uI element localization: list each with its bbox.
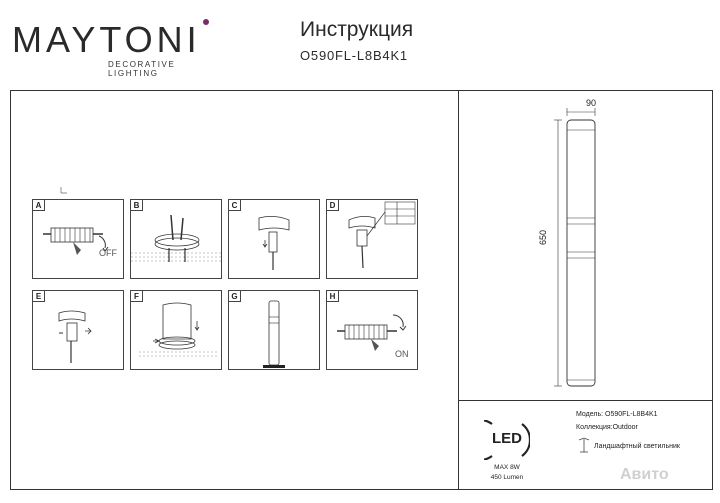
info-collection: Коллекция:Outdoor [576,424,638,431]
step-panel-d: D [326,199,418,279]
terminal-block-on-illustration [337,314,407,351]
brand-logo: MAYTONI DECORATIVE LIGHTING [12,19,222,79]
step-panel-c: C [228,199,320,279]
step-letter: E [33,291,45,302]
step-panel-e: E [32,290,124,370]
brand-tagline: DECORATIVE LIGHTING [108,60,176,78]
logo-dot-icon [203,19,209,25]
step-letter: H [327,291,339,302]
step-letter: B [131,200,143,211]
base-mounting-illustration [131,214,223,264]
watermark: Авито [620,466,669,483]
corner-mark [60,187,67,194]
step-panel-h: H ON [326,290,418,370]
info-type: Ландшафтный светильник [594,443,680,450]
step-panel-f: F [130,290,222,370]
step-letter: F [131,291,143,302]
spec-power: MAX 8W [494,464,520,471]
step-letter: G [229,291,241,302]
step-caption-off: OFF [99,248,117,258]
wiring-connection-illustration [348,201,416,269]
luminaire-technical-drawing [554,108,596,387]
cable-fix-illustration [58,310,92,363]
assembled-luminaire-illustration [263,300,285,368]
landscape-lamp-icon [578,437,590,453]
sheet-divider-horizontal [458,400,713,401]
step-caption-on: ON [395,349,409,359]
info-model: Модель: O590FL-L8B4K1 [576,411,658,418]
step-panel-b: B [130,199,223,279]
instruction-sheet [10,90,713,490]
step-letter: A [33,200,45,211]
dimension-width-label: 90 [586,98,597,108]
step-letter: D [327,200,339,211]
spec-lumen: 450 Lumen [490,474,524,481]
terminal-block-off-illustration [43,227,109,255]
sheet-divider-vertical [458,90,459,490]
step-letter: C [229,200,241,211]
brand-name: MAYTONI [12,19,201,60]
led-badge-label: LED [492,430,522,447]
column-placement-illustration [137,302,217,359]
dimension-height-label: 650 [538,229,548,245]
cable-routing-illustration [258,216,290,270]
document-title: Инструкция [300,18,414,41]
step-panel-g: G [228,290,320,370]
led-badge-icon [484,420,530,460]
step-panel-a: A OFF [32,199,124,279]
document-model: O590FL-L8B4K1 [300,48,408,63]
